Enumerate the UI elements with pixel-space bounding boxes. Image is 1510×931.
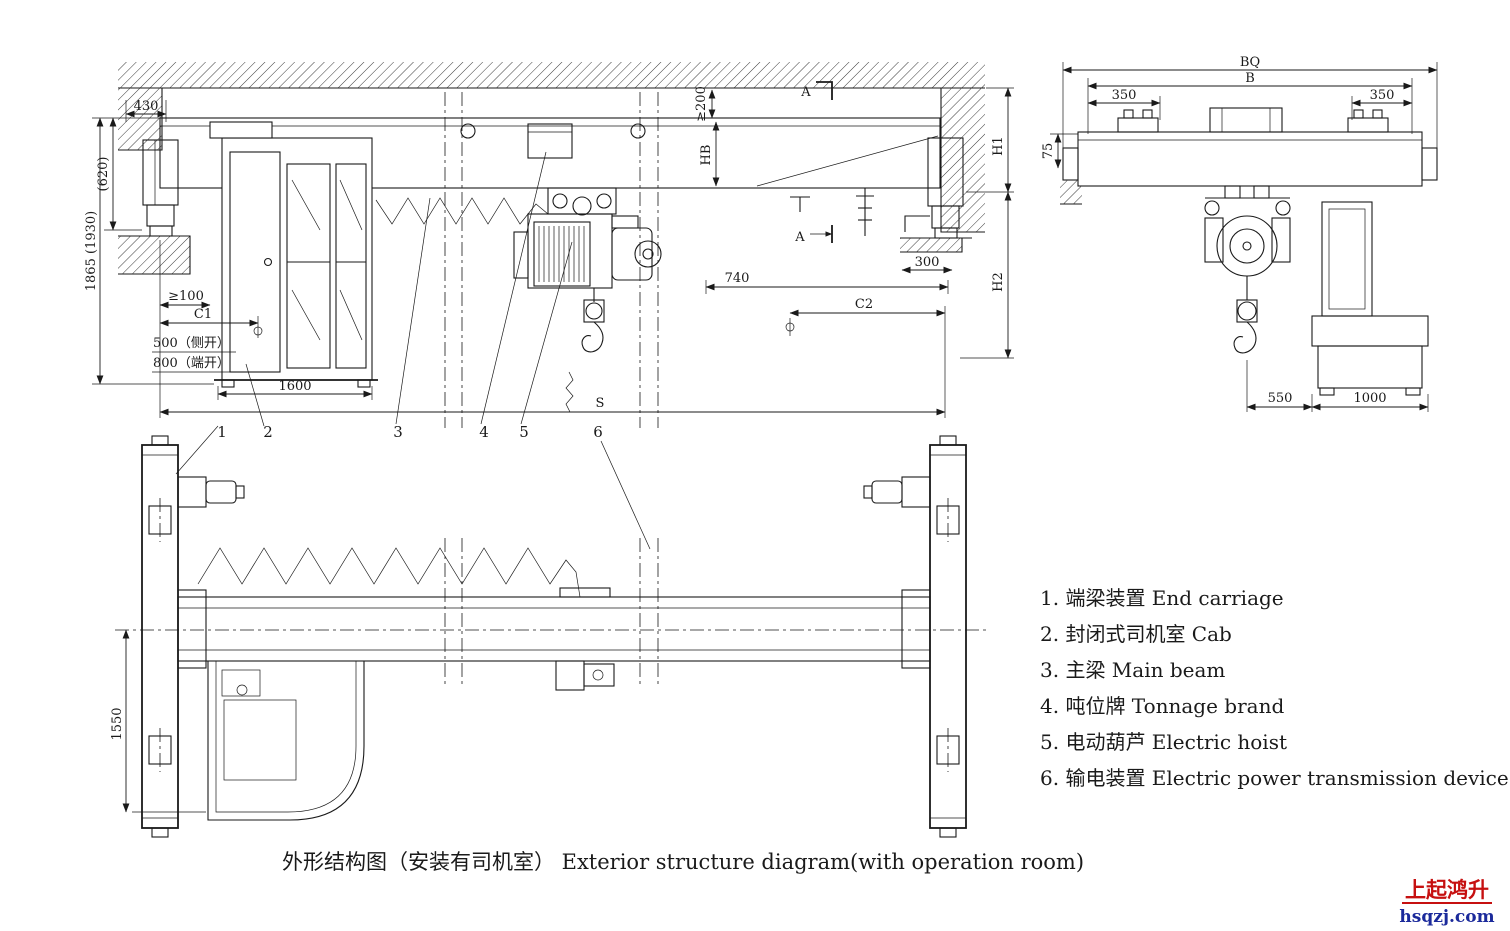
legend-item-3: 3. 主梁 Main beam <box>1040 658 1225 682</box>
dim-1000: 1000 <box>1353 391 1386 406</box>
plan-end-carriage-right <box>863 435 967 838</box>
dim-h1: H1 <box>991 136 1006 156</box>
part-number-6: 6 <box>593 423 603 441</box>
dim-620: (620) <box>96 157 111 192</box>
section-mark-mid: A <box>794 225 833 245</box>
front-view: A A 430 (620) 1865 (1930) ≥100 <box>84 62 1014 550</box>
dim-1550: 1550 <box>110 707 125 740</box>
dim-h2: H2 <box>991 272 1006 292</box>
dim-350-left: 350 <box>1112 88 1137 103</box>
dim-ge100: ≥100 <box>168 289 204 304</box>
dim-300: 300 <box>915 255 940 270</box>
part-number-3: 3 <box>393 423 403 441</box>
legend-item-1: 1. 端梁装置 End carriage <box>1040 586 1284 610</box>
side-view-dimensions: BQ B 350 350 75 <box>1041 55 1438 169</box>
dim-550: 550 <box>1268 391 1293 406</box>
part-number-4: 4 <box>479 423 489 441</box>
side-base-dimensions: 550 1000 <box>1246 360 1429 412</box>
part-number-5: 5 <box>519 423 529 441</box>
section-mark-top: A <box>800 81 833 100</box>
logo-site: hsqzj.com <box>1399 907 1494 927</box>
dim-b: B <box>1245 71 1255 86</box>
dim-1865: 1865 (1930) <box>84 211 99 291</box>
plan-cab <box>207 661 365 821</box>
dim-350-right: 350 <box>1370 88 1395 103</box>
dim-c2: C2 <box>855 297 873 312</box>
dim-800-end: 800（端开） <box>153 356 230 371</box>
plan-main-beam <box>177 589 931 669</box>
front-view-dimensions: 430 (620) 1865 (1930) ≥100 C1 500（侧开） 80… <box>84 86 1014 418</box>
dim-1600: 1600 <box>278 379 311 394</box>
dim-bq: BQ <box>1240 55 1260 70</box>
dim-hb: HB <box>699 145 714 166</box>
plan-view: 1550 <box>110 435 990 838</box>
legend-item-4: 4. 吨位牌 Tonnage brand <box>1040 694 1284 718</box>
logo: 上起鸿升 hsqzj.com <box>1399 877 1494 927</box>
hook-side <box>1233 321 1257 354</box>
cab <box>209 121 378 388</box>
dim-500-side: 500（侧开） <box>153 336 230 351</box>
end-carriage-left <box>136 139 186 237</box>
part-callouts: 1 2 3 4 5 6 <box>175 151 651 550</box>
plan-hoist <box>555 587 615 691</box>
logo-name: 上起鸿升 <box>1405 877 1489 902</box>
festoon-cable-plan <box>197 547 581 598</box>
tonnage-plate <box>527 123 573 159</box>
hook <box>581 321 604 353</box>
dim-430: 430 <box>134 99 159 114</box>
dim-ge200: ≥200 <box>694 86 709 122</box>
legend: 1. 端梁装置 End carriage 2. 封闭式司机室 Cab 3. 主梁… <box>1040 586 1509 790</box>
drawing-caption: 外形结构图（安装有司机室） Exterior structure diagram… <box>282 850 1084 874</box>
rope-symbol <box>565 371 574 413</box>
plan-end-carriage-left <box>141 435 245 838</box>
end-carriage-side <box>1060 107 1438 205</box>
dim-740: 740 <box>725 271 750 286</box>
section-a-mid-label: A <box>794 230 805 245</box>
part-number-2: 2 <box>263 423 273 441</box>
section-a-top-label: A <box>800 85 811 100</box>
hoist-side <box>1204 185 1291 354</box>
dim-75: 75 <box>1041 143 1056 160</box>
plan-dimensions: 1550 <box>110 629 206 813</box>
end-carriage-right <box>904 137 972 239</box>
dim-c1: C1 <box>194 307 212 322</box>
dim-s: S <box>596 396 605 411</box>
break-lines-front <box>444 92 659 428</box>
festoon-cable-front <box>375 197 549 225</box>
power-column <box>1311 201 1429 396</box>
electric-hoist <box>513 187 662 413</box>
legend-item-6: 6. 输电装置 Electric power transmission devi… <box>1040 766 1509 790</box>
side-view: BQ B 350 350 75 <box>1041 55 1438 412</box>
legend-item-5: 5. 电动葫芦 Electric hoist <box>1040 730 1287 754</box>
power-feed <box>785 188 874 336</box>
part-number-1: 1 <box>217 423 227 441</box>
legend-item-2: 2. 封闭式司机室 Cab <box>1040 622 1232 646</box>
